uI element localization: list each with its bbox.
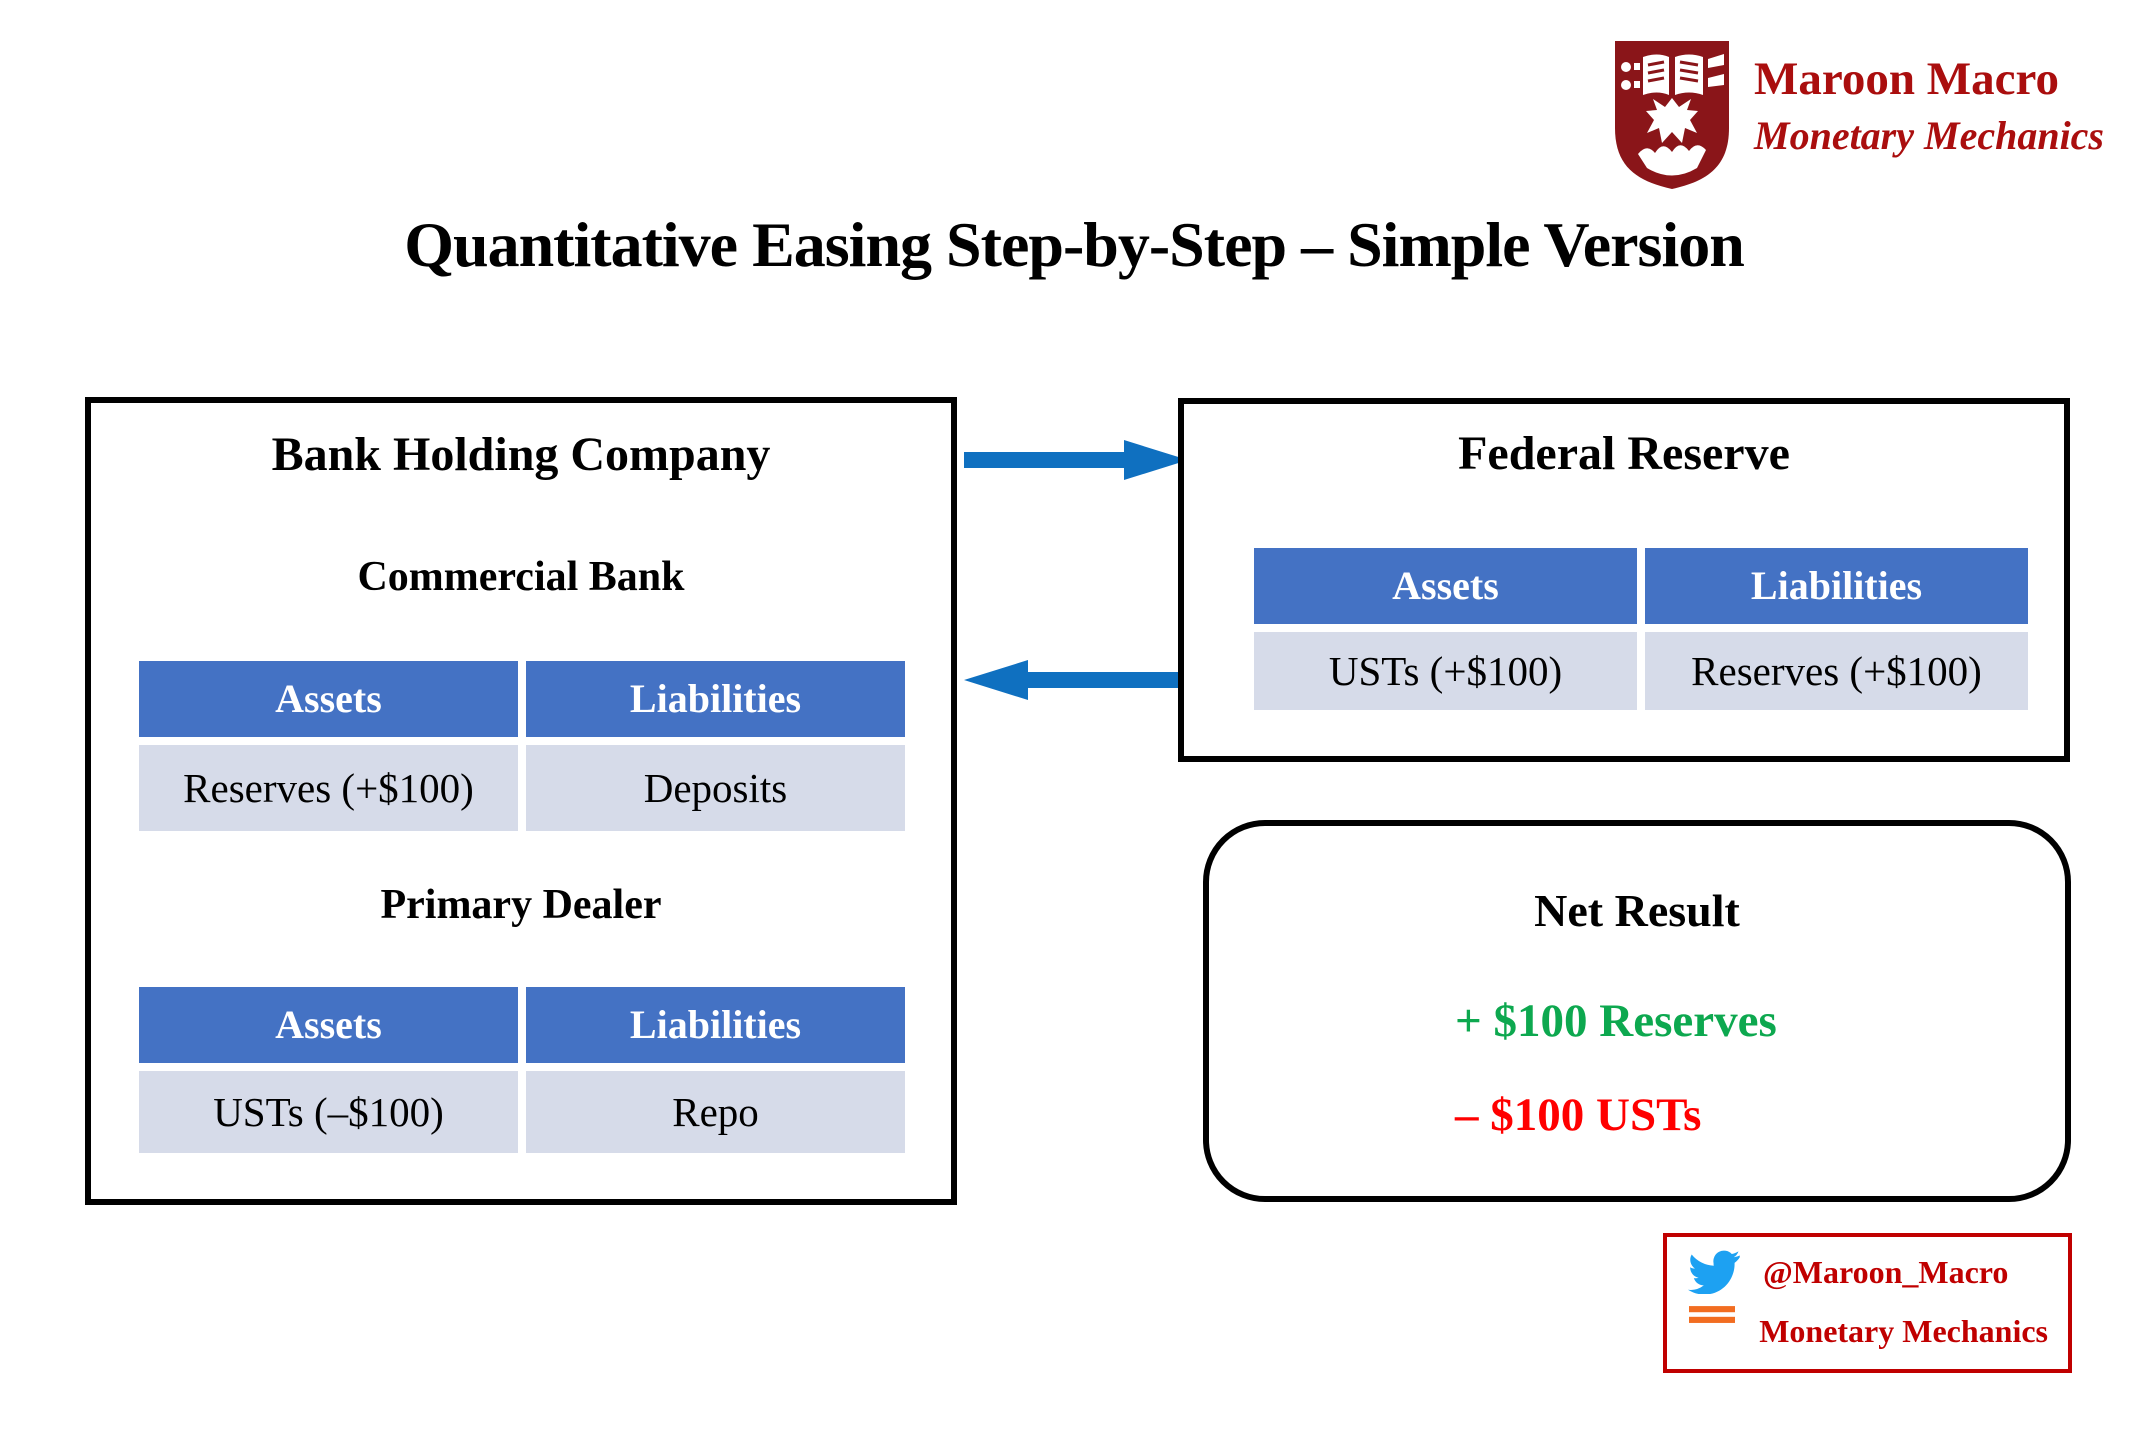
publication-name: Monetary Mechanics — [1759, 1312, 2048, 1349]
net-result-title: Net Result — [1534, 885, 1740, 936]
table-header-liabilities: Liabilities — [526, 987, 905, 1063]
federal-reserve-title: Federal Reserve — [1458, 427, 1790, 480]
net-result-positive: + $100 Reserves — [1455, 995, 1777, 1047]
primary-dealer-table: Assets Liabilities USTs (–$100) Repo — [139, 987, 905, 1153]
table-header-assets: Assets — [139, 987, 518, 1063]
table-cell-liabilities: Reserves (+$100) — [1645, 632, 2028, 710]
bank-holding-company-box: Bank Holding Company Commercial Bank Ass… — [85, 397, 957, 1205]
table-header-liabilities: Liabilities — [1645, 548, 2028, 624]
table-cell-liabilities: Repo — [526, 1071, 905, 1153]
table-cell-assets: Reserves (+$100) — [139, 745, 518, 831]
university-crest-icon — [1610, 38, 1734, 197]
social-footer-card: @Maroon_Macro Monetary Mechanics — [1663, 1233, 2072, 1373]
bank-holding-company-title: Bank Holding Company — [271, 428, 771, 481]
twitter-bird-icon — [1687, 1250, 1741, 1294]
page-title: Quantitative Easing Step-by-Step – Simpl… — [404, 209, 1745, 280]
table-cell-liabilities: Deposits — [526, 745, 905, 831]
table-cell-assets: USTs (–$100) — [139, 1071, 518, 1153]
net-result-negative: – $100 USTs — [1455, 1089, 1702, 1141]
substack-bookmark-icon — [1687, 1306, 1737, 1356]
net-result-box: Net Result + $100 Reserves – $100 USTs — [1203, 820, 2071, 1202]
brand-tagline: Monetary Mechanics — [1754, 112, 2104, 158]
table-header-assets: Assets — [1254, 548, 1637, 624]
primary-dealer-title: Primary Dealer — [380, 882, 662, 928]
commercial-bank-title: Commercial Bank — [357, 554, 685, 600]
commercial-bank-table: Assets Liabilities Reserves (+$100) Depo… — [139, 661, 905, 831]
federal-reserve-box: Federal Reserve Assets Liabilities USTs … — [1178, 398, 2070, 762]
arrow-right-icon — [964, 438, 1188, 487]
twitter-row: @Maroon_Macro — [1687, 1250, 2048, 1294]
brand-name: Maroon Macro — [1754, 53, 2059, 105]
federal-reserve-table: Assets Liabilities USTs (+$100) Reserves… — [1254, 548, 2028, 710]
table-header-assets: Assets — [139, 661, 518, 737]
brand-header: Maroon Macro Monetary Mechanics — [1610, 38, 2104, 197]
arrow-left-icon — [964, 658, 1188, 707]
table-cell-assets: USTs (+$100) — [1254, 632, 1637, 710]
table-header-liabilities: Liabilities — [526, 661, 905, 737]
twitter-handle: @Maroon_Macro — [1763, 1253, 2009, 1290]
publication-row: Monetary Mechanics — [1687, 1306, 2048, 1356]
